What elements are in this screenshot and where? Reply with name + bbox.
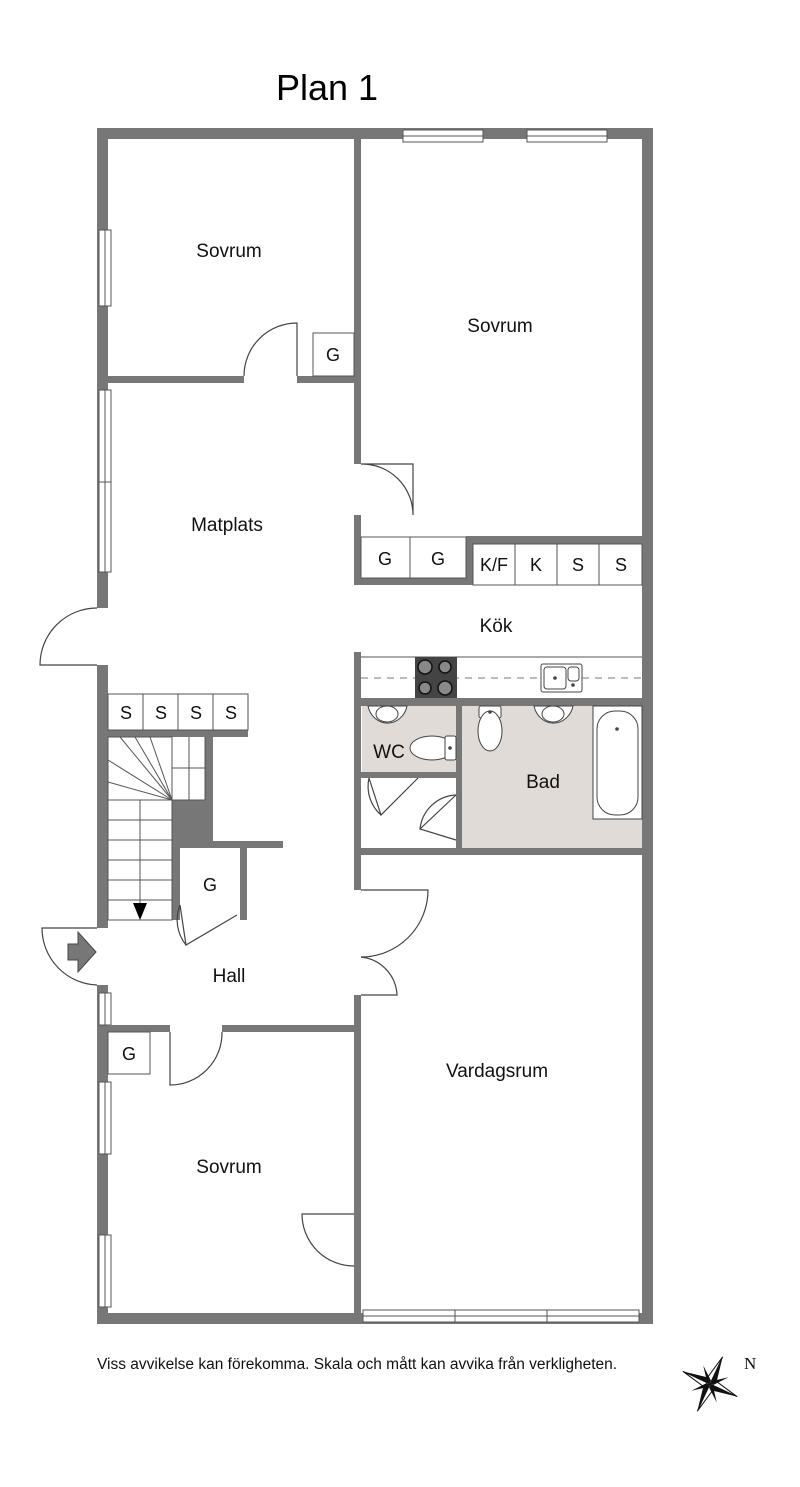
closet-label: S [615,555,627,575]
staircase [107,736,206,921]
closet-label: S [190,703,202,723]
closet-label: G [203,875,217,895]
compass-north-label: N [744,1354,756,1373]
stair-direction-arrow-icon [133,903,147,920]
room-label-bedroom-bottom: Sovrum [196,1157,261,1178]
bath-fixtures [477,705,643,820]
closet-label: G [431,549,445,569]
closet-label: G [122,1044,136,1064]
room-label-bath: Bad [526,772,560,793]
closet-label: S [155,703,167,723]
closet-label: K/F [480,555,508,575]
wc-toilet-icon [409,735,457,761]
plan-title: Plan 1 [276,67,378,108]
room-label-bedroom-top-right: Sovrum [467,316,532,337]
closet-label: S [225,703,237,723]
disclaimer-text: Viss avvikelse kan förekomma. Skala och … [97,1356,617,1373]
closet-labels: G G G K/F K S S S S S S G G [120,345,627,1064]
windows [98,129,640,1323]
entrance-arrow-icon [67,930,97,974]
compass-rose-icon [682,1356,738,1412]
closets [107,332,643,1075]
room-label-hall: Hall [213,966,246,987]
wc-fixtures [367,705,457,761]
kitchen-sink-icon [540,663,583,693]
room-label-kitchen: Kök [480,616,513,637]
closet-label: G [378,549,392,569]
room-label-wc: WC [373,742,405,763]
closet-label: S [572,555,584,575]
room-label-bedroom-top-left: Sovrum [196,241,261,262]
closet-label: G [326,345,340,365]
bath-toilet-icon [477,705,503,752]
closet-label: K [530,555,542,575]
bathtub-icon [592,705,643,820]
stove-icon [415,657,457,698]
room-label-living: Vardagsrum [446,1061,548,1082]
kitchen-counter [361,656,642,698]
closet-label: S [120,703,132,723]
interior-walls [108,139,642,1313]
doors [39,322,457,1267]
room-labels: Sovrum Sovrum Matplats Kök WC Bad Hall V… [191,241,560,1178]
room-label-dining: Matplats [191,515,263,536]
